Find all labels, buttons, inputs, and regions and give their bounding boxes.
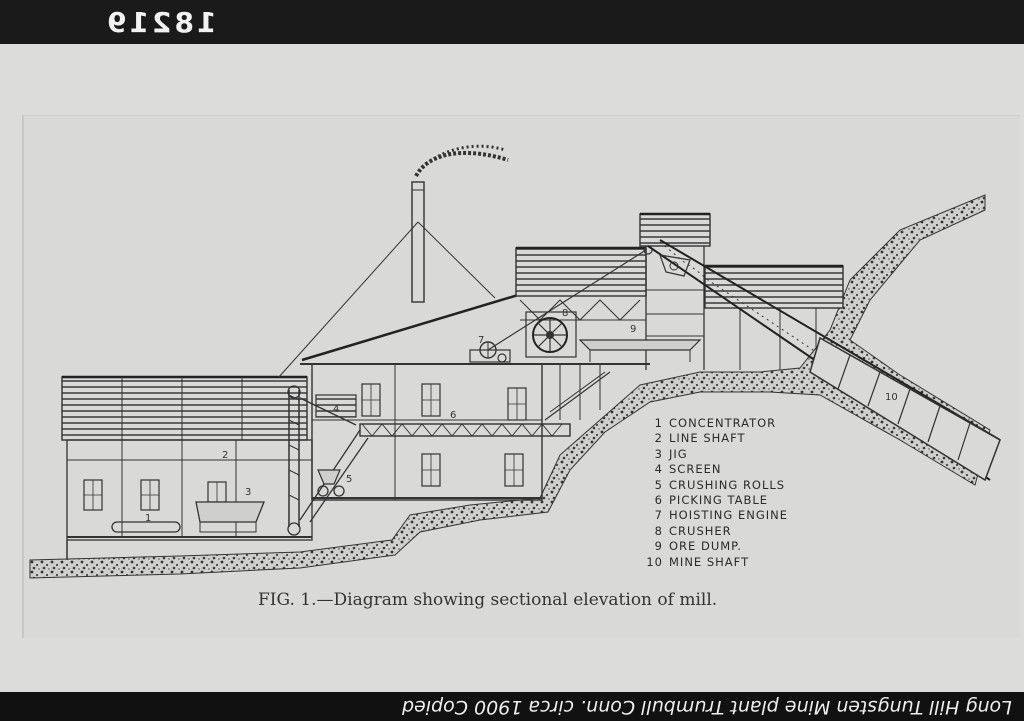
- handwritten-caption: Long Hill Tungsten Mine plant Trumbull C…: [402, 696, 1012, 718]
- callout-1: 1: [145, 513, 151, 524]
- mill-building: [299, 293, 650, 523]
- diagram-callouts: 1 2 3 4 5 6 7 8 9 10: [145, 308, 898, 524]
- chimney-stack: [277, 144, 509, 379]
- callout-7: 7: [478, 335, 484, 346]
- callout-8: 8: [562, 308, 568, 319]
- figure-caption: FIG. 1.—Diagram showing sectional elevat…: [258, 590, 718, 610]
- callout-3: 3: [245, 487, 251, 498]
- handwritten-caption-strip: Long Hill Tungsten Mine plant Trumbull C…: [0, 692, 1024, 721]
- bucket-elevator: [287, 385, 301, 536]
- callout-5: 5: [346, 474, 352, 485]
- mine-shaft-incline: [647, 239, 1001, 482]
- callout-2: 2: [222, 450, 228, 461]
- callout-10: 10: [885, 392, 898, 403]
- hillside-ground: [29, 194, 991, 579]
- callout-4: 4: [333, 404, 339, 415]
- callout-6: 6: [450, 410, 456, 421]
- callout-9: 9: [630, 324, 636, 335]
- crusher-house: [469, 212, 844, 370]
- concentrator-building: [61, 375, 313, 560]
